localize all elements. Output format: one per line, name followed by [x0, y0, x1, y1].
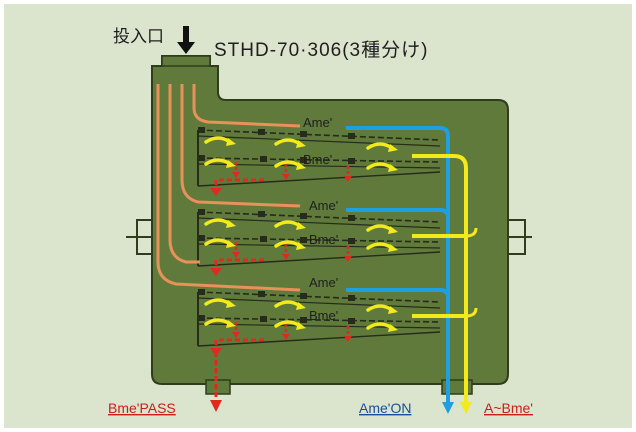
screen-decks [197, 127, 441, 347]
mix-flow-main [412, 154, 468, 404]
stage3-b-label: Bme' [309, 308, 338, 323]
chute-line-3 [192, 84, 301, 128]
a-flow-line-2 [346, 208, 450, 219]
inlet-hopper [161, 55, 211, 67]
chute-line-2 [180, 84, 301, 208]
a-output-label: Ame'ON [359, 400, 411, 416]
pass-flow-arrow-icon [210, 188, 222, 196]
stage3-a-label: Ame' [309, 275, 338, 290]
feed-chutes [156, 84, 301, 292]
discharge-spout-left [205, 379, 231, 395]
inlet-label: 投入口 [113, 27, 164, 46]
screen-deck-3 [197, 289, 441, 347]
stage2-b-label: Bme' [309, 232, 338, 247]
chute-line-1 [168, 84, 200, 264]
screen-deck-2 [197, 209, 441, 267]
a-flow-line-1 [346, 126, 450, 404]
machine-body [151, 55, 509, 385]
model-title: STHD-70·306(3種分け) [214, 39, 428, 61]
mixed-output-label: A~Bme' [484, 400, 533, 416]
stage1-a-label: Ame' [303, 115, 332, 130]
pass-output-label: Bme'PASS [108, 400, 176, 416]
inlet-arrow-icon [177, 26, 195, 54]
pass-fraction-flow [210, 162, 352, 412]
pass-flow-arrow-icon [210, 268, 222, 276]
stage2-a-label: Ame' [309, 198, 338, 213]
mix-flow-arrow-icon [460, 402, 472, 414]
mixed-fraction-flow [204, 136, 478, 414]
screen-deck-1 [197, 127, 441, 187]
a-fraction-flow [346, 126, 454, 414]
chute-line-4 [156, 84, 301, 292]
stage1-b-label: Bme' [303, 152, 332, 167]
a-flow-line-3 [346, 288, 450, 299]
pass-output-arrow-icon [210, 400, 222, 412]
a-flow-arrow-icon [442, 402, 454, 414]
